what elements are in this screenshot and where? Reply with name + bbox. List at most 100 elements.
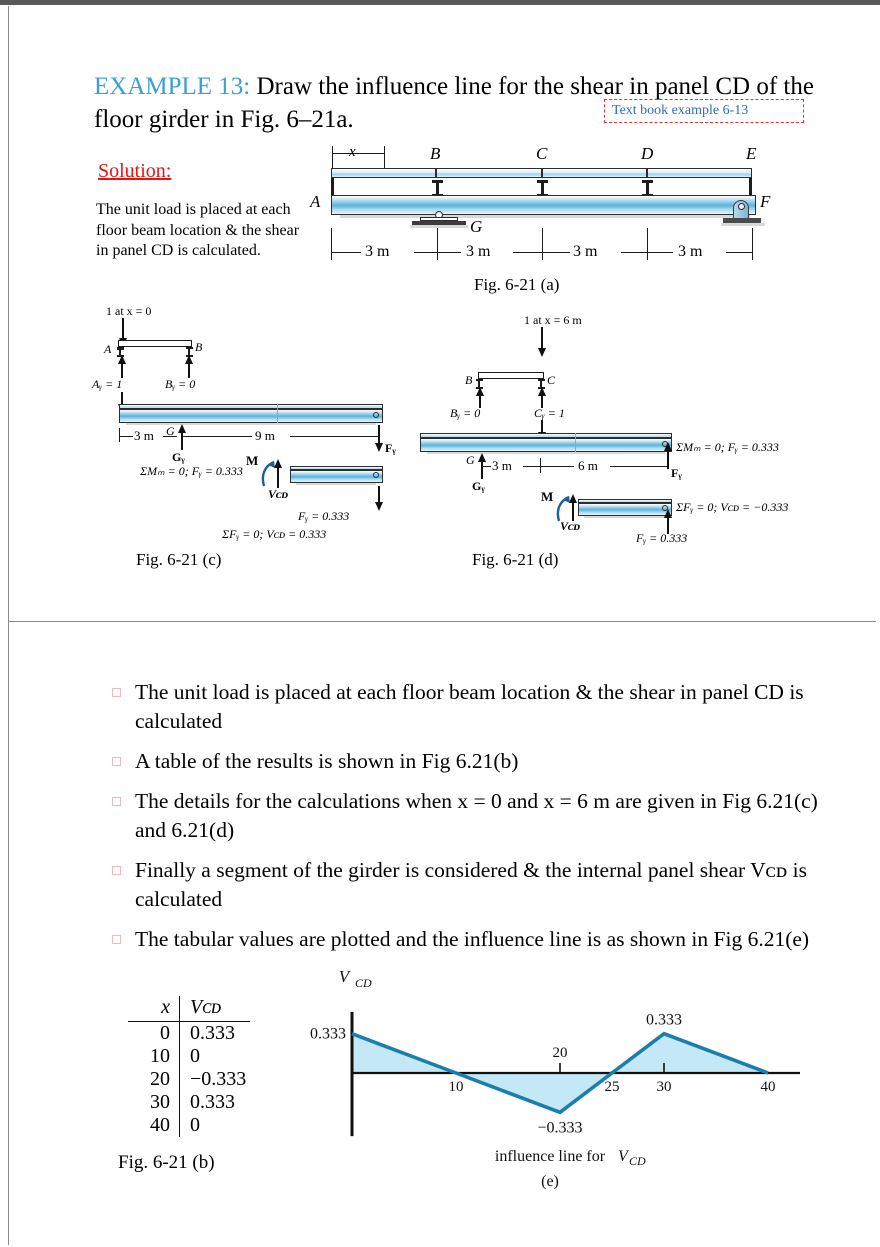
list-item: A table of the results is shown in Fig 6…	[112, 747, 832, 776]
fig-d-gy-head	[478, 453, 486, 462]
influence-line-chart: 1020253040VCDx0.333−0.3330.333influence …	[300, 960, 831, 1195]
fig-a-dim-label-1: 3 m	[365, 243, 390, 260]
fig-a-dim-tick-0	[331, 228, 332, 260]
svg-text:10: 10	[449, 1079, 464, 1095]
fig-c-ay-head	[118, 355, 126, 364]
fig-c-dim-left: 3 m	[134, 428, 154, 443]
fig-d-fy2-stem	[667, 514, 669, 534]
fig-d-dimline-r1	[541, 466, 574, 467]
bullet-text: The tabular values are plotted and the i…	[135, 927, 810, 951]
fig-a-x-left-tick	[332, 146, 333, 174]
fig-d-girder-top	[420, 433, 672, 438]
fig-d-reaction-b: Bᵧ = 0	[450, 406, 481, 420]
fig-c-girder	[119, 409, 383, 423]
fig-d-load-label: 1 at x = 6 m	[524, 313, 582, 327]
fig-a-x-dim-line	[332, 153, 384, 154]
fig-c-segment-top	[290, 466, 383, 470]
svg-text:influence line for: influence line for	[495, 1148, 606, 1165]
list-item: The unit load is placed at each floor be…	[112, 678, 832, 736]
svg-text:V: V	[618, 1148, 630, 1165]
fig-d-gy-stem	[481, 459, 483, 479]
fig-d-beam-c-web	[540, 379, 542, 389]
fig-d-fy-value: Fᵧ = 0.333	[636, 531, 688, 545]
fig-a-slab-1	[331, 168, 436, 178]
fig-d-dimline-r2	[610, 466, 667, 467]
svg-text:20: 20	[553, 1045, 568, 1061]
table-cell-x: 40	[150, 1114, 170, 1136]
fig-d-floorbeam-bc	[478, 372, 544, 379]
fig-a-slab-4	[647, 168, 752, 178]
fig-a-dimline-d2	[726, 252, 752, 253]
bullet-text: A table of the results is shown in Fig 6…	[135, 749, 519, 773]
bullet-list: The unit load is placed at each floor be…	[112, 678, 832, 965]
table-caption: Fig. 6-21 (b)	[118, 1152, 215, 1173]
page-frame	[8, 6, 874, 1245]
fig-c-dimline-r1	[182, 436, 252, 437]
table-row: 30 0.333	[128, 1091, 250, 1114]
fig-c-moment-arc-icon	[261, 460, 275, 487]
fig-c-dimline-l1	[119, 436, 133, 437]
fig-a-node-c-label: C	[536, 144, 548, 163]
fig-a-node-d-label: D	[641, 144, 654, 163]
fig-d-fy-head	[664, 442, 672, 451]
fig-d-vcd-head	[569, 494, 577, 503]
fig-c-transfer-stem	[121, 392, 123, 410]
svg-text:40: 40	[761, 1079, 776, 1095]
fig-d-cy-stem	[541, 392, 543, 408]
svg-text:30: 30	[657, 1079, 672, 1095]
fig-d-node-c-label: C	[547, 373, 556, 387]
fig-c-load-label: 1 at x = 0	[106, 304, 152, 318]
slide-divider	[8, 621, 876, 622]
fig-c-dimline-l2	[163, 436, 177, 437]
fig-a-caption: Fig. 6-21 (a)	[474, 275, 560, 294]
fig-c-gy-stem	[181, 430, 183, 450]
fig-c-beam-a-web	[119, 347, 121, 357]
svg-text:(e): (e)	[541, 1173, 559, 1190]
fig-a-dimline-b1	[437, 252, 461, 253]
fig-a-dim-label-2: 3 m	[466, 243, 491, 260]
table-row: 0 0.333	[128, 1021, 251, 1045]
fig-d-dim-tick-mid	[540, 458, 541, 473]
svg-text:25: 25	[605, 1079, 620, 1095]
fig-c-girder-pin-hole	[373, 412, 379, 418]
fig-a-dimline-c1	[542, 252, 570, 253]
fig-d-by-stem	[479, 392, 481, 408]
table-row: 40 0	[128, 1114, 250, 1137]
fig-c-reaction-b: Bᵧ = 0	[165, 377, 196, 391]
table-row: 20 −0.333	[128, 1068, 250, 1091]
fig-d-load-head	[538, 348, 546, 357]
fig-d-caption: Fig. 6-21 (d)	[472, 550, 559, 569]
fig-c-fy-head	[375, 443, 383, 452]
fig-d-dimline-l2	[523, 466, 540, 467]
bullet-text: Finally a segment of the girder is consi…	[135, 858, 807, 911]
fig-a-dim-tick-2	[542, 228, 543, 260]
annotation-callout: Text book example 6-13	[604, 99, 804, 123]
chart-svg: 1020253040VCDx0.333−0.3330.333influence …	[310, 967, 831, 1190]
fig-c-by-head	[185, 355, 193, 364]
fig-c-caption: Fig. 6-21 (c)	[136, 550, 222, 569]
svg-text:−0.333: −0.333	[537, 1119, 582, 1136]
fig-a-beam-d-web	[646, 180, 649, 197]
table-cell-vcd: 0.333	[179, 1021, 251, 1045]
fig-d-node-g-label: G	[466, 453, 475, 467]
fig-c-girder-top	[119, 404, 383, 409]
fig-c-dim-tick-left	[119, 428, 120, 442]
annotation-text: Text book example 6-13	[612, 103, 749, 118]
fig-c-node-a-label: A	[104, 342, 112, 356]
fig-a-roller-shadow	[410, 225, 468, 228]
square-bullet-icon	[112, 797, 121, 806]
list-item: Finally a segment of the girder is consi…	[112, 856, 832, 914]
fig-a-support-a-label: A	[310, 192, 321, 211]
square-bullet-icon	[112, 935, 121, 944]
window-top-bar	[0, 0, 880, 5]
fig-c-dimline-r2	[290, 436, 378, 437]
fig-a-slab-2	[436, 168, 542, 178]
fig-a-roller-plate	[420, 217, 458, 221]
table-header-vcd: Vᴄᴅ	[179, 996, 250, 1021]
fig-c-moment-label: M	[246, 453, 259, 468]
fig-a-dimline-a1	[331, 252, 361, 253]
svg-text:0.333: 0.333	[310, 1026, 346, 1043]
fig-a-dimline-d1	[647, 252, 673, 253]
fig-a-girder-shadow	[340, 215, 750, 218]
bullet-text: The details for the calculations when x …	[135, 789, 818, 842]
